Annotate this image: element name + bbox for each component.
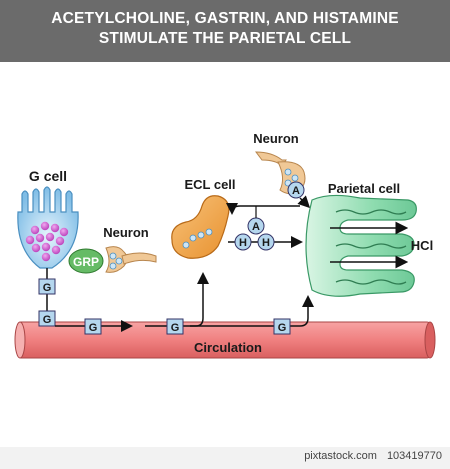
- parietal-cell-label: Parietal cell: [328, 181, 400, 196]
- parietal-cell: [305, 194, 417, 297]
- svg-text:G: G: [278, 322, 287, 334]
- svg-text:GRP: GRP: [73, 255, 99, 269]
- gastrin-flow-line-3: [190, 295, 314, 327]
- svg-text:A: A: [292, 185, 300, 197]
- gastrin-marker-4: G: [166, 318, 184, 335]
- credit-id: 103419770: [386, 450, 442, 462]
- stock-credit: pixtastock.com 103419770: [304, 450, 442, 462]
- gastrin-marker-2: G: [38, 310, 56, 327]
- hcl-label: HCl: [411, 238, 433, 253]
- gastrin-marker-5: G: [273, 318, 291, 335]
- svg-text:H: H: [239, 237, 247, 249]
- acetylcholine-marker-2: A: [287, 181, 305, 199]
- credit-site: pixtastock.com: [304, 450, 377, 462]
- ecl-cell-label: ECL cell: [184, 177, 235, 192]
- acetylcholine-flow-line: [226, 202, 300, 215]
- g-cell-label: G cell: [29, 168, 67, 184]
- svg-text:G: G: [43, 314, 52, 326]
- svg-text:A: A: [252, 221, 260, 233]
- histamine-marker-1: H: [234, 233, 252, 251]
- acetylcholine-marker-1: A: [247, 217, 265, 235]
- acetylcholine-to-parietal-line: [297, 195, 311, 209]
- svg-text:G: G: [89, 322, 98, 334]
- gastrin-marker-3: G: [84, 318, 102, 335]
- svg-text:G: G: [171, 322, 180, 334]
- footer-band: [0, 447, 450, 469]
- g-cell-granules: [25, 221, 69, 262]
- title-line-1: ACETYLCHOLINE, GASTRIN, AND HISTAMINE: [51, 10, 399, 27]
- histamine-marker-2: H: [257, 233, 275, 251]
- title-banner: ACETYLCHOLINE, GASTRIN, AND HISTAMINE ST…: [0, 0, 450, 62]
- neuron-top-label: Neuron: [253, 131, 299, 146]
- circulation-label: Circulation: [194, 340, 262, 355]
- neuron-left-label: Neuron: [103, 225, 149, 240]
- diagram: Circulation G cell G G G G: [14, 131, 436, 359]
- title-line-2: STIMULATE THE PARIETAL CELL: [98, 30, 352, 47]
- svg-text:H: H: [262, 237, 270, 249]
- neuron-left: [105, 246, 157, 273]
- gastrin-marker-1: G: [38, 278, 56, 295]
- gastrin-flow-line-2: [145, 272, 209, 327]
- grp-vesicle: GRP: [68, 248, 104, 274]
- svg-text:G: G: [43, 282, 52, 294]
- ecl-cell: [171, 195, 230, 259]
